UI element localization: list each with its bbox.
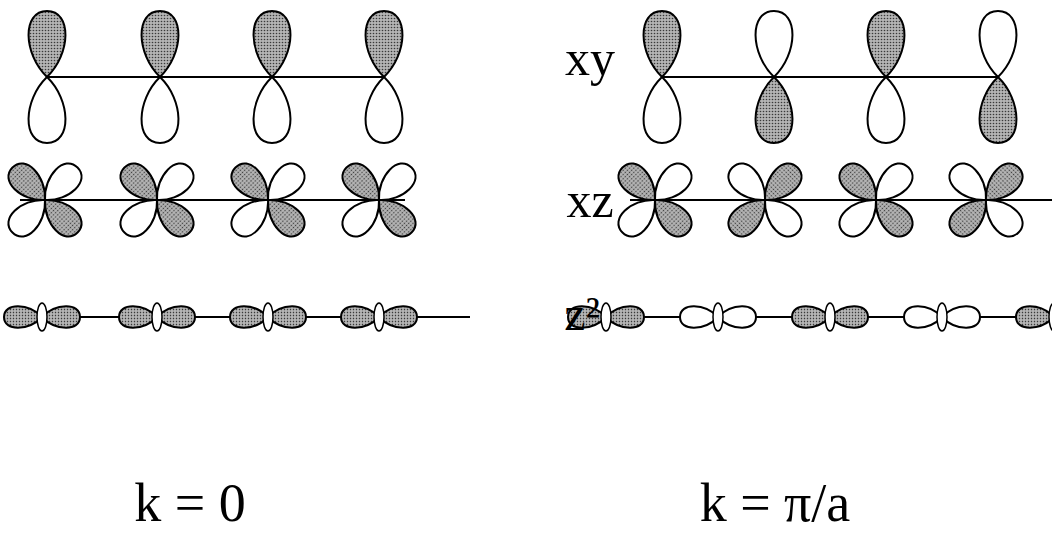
orbital-lobe [868, 11, 905, 77]
orbital-lobe [29, 77, 66, 143]
orbital-torus [601, 303, 611, 331]
orbital-torus [263, 303, 273, 331]
orbital-lobe [366, 11, 403, 77]
orbital-lobe [756, 11, 793, 77]
orbital-lobe [756, 77, 793, 143]
orbital-lobe [226, 190, 278, 242]
wavevector-label: k = π/a [700, 476, 851, 530]
orbital-lobe [944, 190, 996, 242]
orbital-torus [1049, 303, 1052, 331]
orbital-lobe [337, 190, 389, 242]
orbital-label: z² [564, 290, 600, 338]
orbital-lobe [254, 77, 291, 143]
orbital-lobe [644, 77, 681, 143]
orbital-label: xz [566, 175, 613, 225]
orbital-torus [374, 303, 384, 331]
orbital-lobe [366, 77, 403, 143]
orbital-lobe [868, 77, 905, 143]
orbital-torus [152, 303, 162, 331]
orbital-lobe [254, 11, 291, 77]
orbital-lobe [29, 11, 66, 77]
orbital-lobe [115, 190, 167, 242]
orbital-label: xy [565, 33, 615, 83]
orbital-lobe [834, 190, 886, 242]
orbital-torus [937, 303, 947, 331]
orbital-lobe [723, 190, 775, 242]
orbital-lobe [980, 77, 1017, 143]
orbital-lobe [142, 77, 179, 143]
orbital-torus [37, 303, 47, 331]
orbital-lobe [142, 11, 179, 77]
orbital-lobe [613, 190, 665, 242]
orbital-lobe [3, 190, 55, 242]
orbital-torus [825, 303, 835, 331]
orbital-lobe [644, 11, 681, 77]
orbital-torus [713, 303, 723, 331]
chain-axis [662, 76, 998, 78]
wavevector-label: k = 0 [134, 476, 245, 530]
chain-axis [47, 76, 384, 78]
chain-axis [20, 199, 405, 201]
orbital-lobe [980, 11, 1017, 77]
orbital-lobe [1016, 306, 1052, 328]
